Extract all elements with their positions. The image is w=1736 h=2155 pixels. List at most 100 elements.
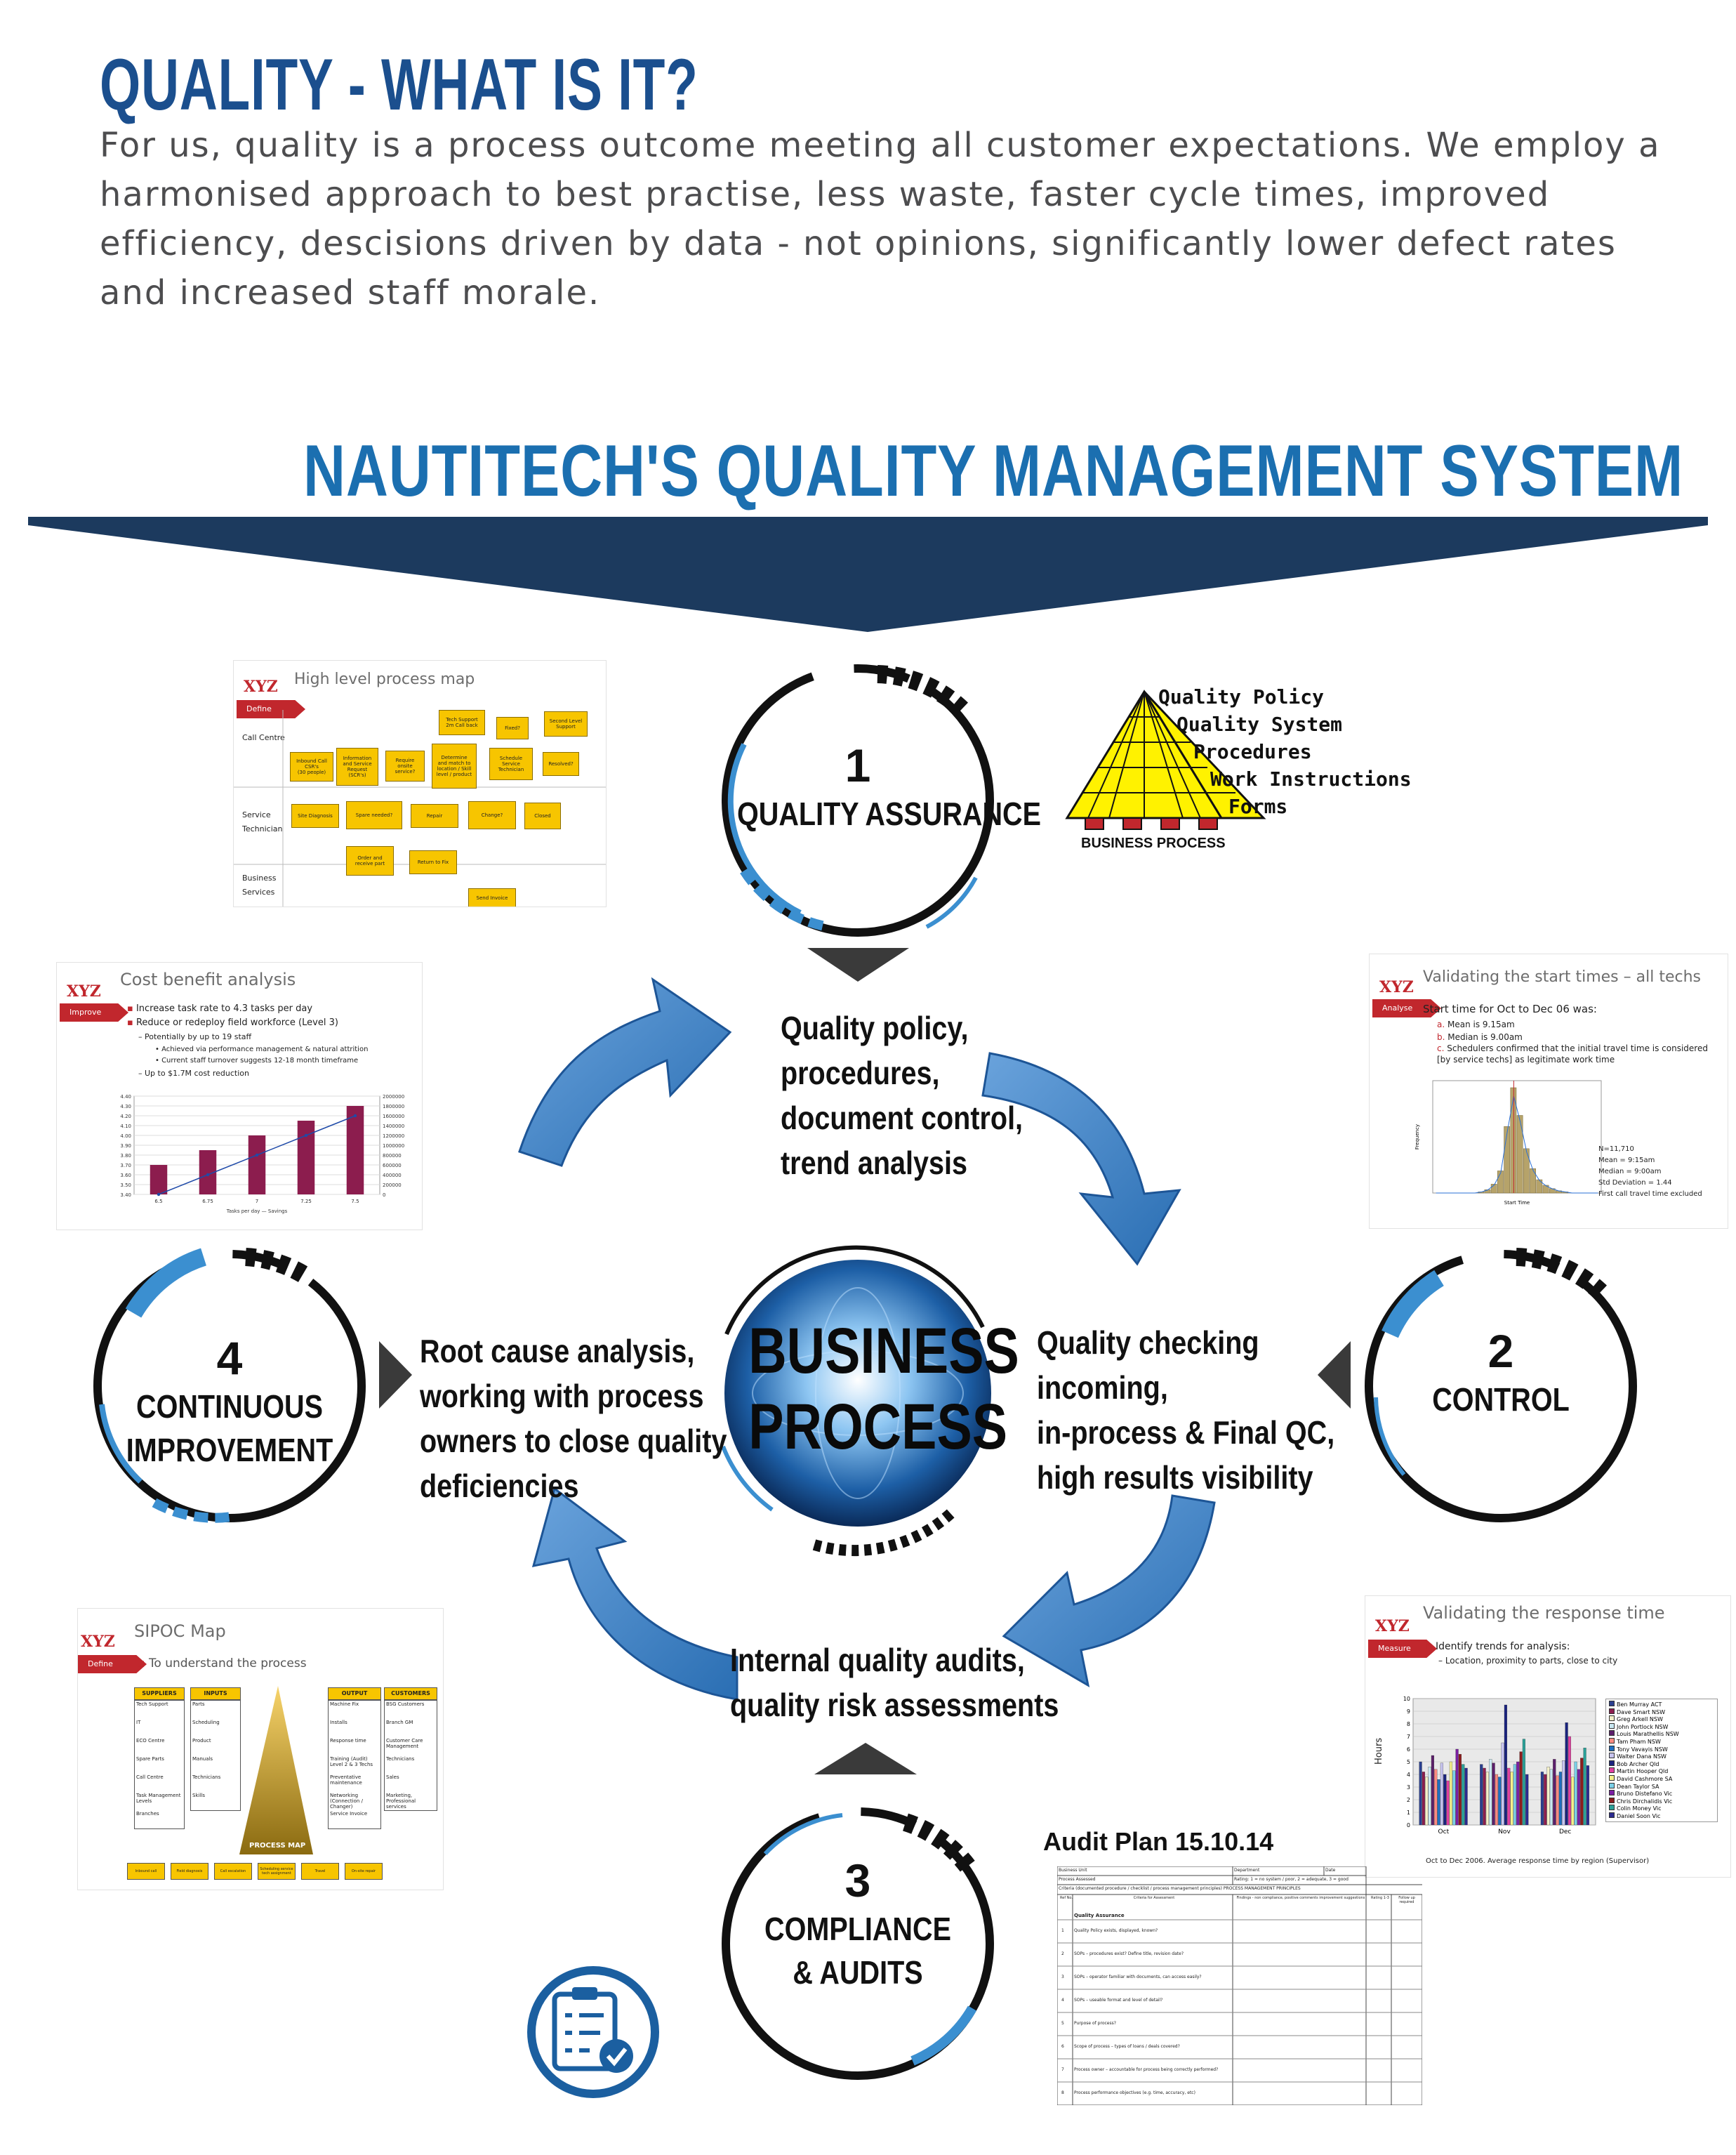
sipoc-graphic: [239, 1686, 313, 1854]
histogram-bar: [1516, 1115, 1523, 1194]
y-tick-label: 4: [1407, 1772, 1410, 1778]
process-step-box: Schedule Service Technician: [489, 748, 533, 780]
stage-1: 1 QUALITY ASSURANCE: [717, 739, 1041, 836]
cb-bullet: • Current staff turnover suggests 12-18 …: [155, 1057, 359, 1065]
page-title: QUALITY - WHAT IS IT?: [100, 44, 698, 126]
process-step-box: Determine and match to location / Skill …: [432, 744, 477, 789]
improvement-description: Root cause analysis, working with proces…: [420, 1333, 727, 1504]
sipoc-item: Machine Fix: [330, 1701, 359, 1707]
legend-entry: Tony Vavayis NSW: [1609, 1745, 1714, 1753]
y-tick-label: 10: [1403, 1696, 1410, 1702]
thumb-title: Validating the response time: [1423, 1603, 1665, 1623]
sipoc-bullet: ▪ To understand the process: [137, 1656, 307, 1670]
y2-tick-label: 400000: [383, 1173, 402, 1178]
analyse-tag: Analyse: [1372, 999, 1441, 1017]
audit-row-criteria: SOPs – procedures exist? Define title, r…: [1074, 1951, 1184, 1956]
legend-label: Tony Vavayis NSW: [1617, 1746, 1668, 1753]
assurance-description: Quality policy, procedures, document con…: [781, 1010, 1023, 1181]
response-bar: [1540, 1772, 1544, 1826]
process-step-box: Inbound Call CSR's (30 people): [290, 752, 333, 782]
cb-bullet: ▪ Reduce or redeploy field workforce (Le…: [127, 1017, 338, 1028]
globe-graphic: [721, 1245, 991, 1557]
audit-column-header: Findings - non compliance, positive comm…: [1236, 1896, 1365, 1900]
sipoc-column-box: [384, 1700, 437, 1811]
legend-swatch: [1609, 1701, 1615, 1706]
sipoc-item: BSG Customers: [386, 1701, 425, 1707]
audit-row-criteria: Process owner – accountable for process …: [1074, 2067, 1219, 2072]
sipoc-center-label: PROCESS MAP: [249, 1842, 306, 1850]
define-tag: Define: [78, 1655, 147, 1673]
legend-swatch: [1609, 1797, 1615, 1803]
y-tick-label: 0: [1407, 1822, 1410, 1828]
process-step-box: Require onsite service?: [385, 751, 425, 782]
savings-point: [353, 1114, 357, 1118]
sipoc-column-box: [328, 1700, 381, 1829]
legend-swatch: [1609, 1715, 1615, 1722]
legend-label: Dave Smart NSW: [1617, 1708, 1665, 1715]
legend-entry: Louis Marathellis NSW: [1609, 1730, 1714, 1738]
response-bar: [1501, 1742, 1504, 1826]
histogram-bar: [1497, 1171, 1504, 1194]
histogram-bar: [1523, 1148, 1530, 1194]
y2-tick-label: 1000000: [383, 1143, 404, 1149]
legend-swatch: [1609, 1774, 1615, 1781]
sipoc-flow-step: Call escalation: [214, 1863, 252, 1880]
chart-legend: Tasks per day — Savings: [226, 1208, 288, 1214]
y-tick-label: 3.80: [120, 1153, 131, 1159]
process-step-box: Tech Support 2m Call back: [439, 710, 485, 735]
bar-tasks-per-day: [346, 1106, 364, 1194]
thumb-title: Validating the start times – all techs: [1423, 968, 1701, 986]
y-axis-label: Frequency: [1414, 1124, 1420, 1149]
legend-entry: Martin Hooper Qld: [1609, 1767, 1714, 1775]
process-step-box: Resolved?: [543, 752, 579, 776]
process-step-box: Spare needed?: [346, 801, 402, 829]
center-line-1: BUSINESS: [748, 1315, 1019, 1387]
response-bar: [1458, 1754, 1462, 1826]
legend-swatch: [1609, 1812, 1615, 1818]
y2-tick-label: 200000: [383, 1182, 402, 1188]
y2-tick-label: 1800000: [383, 1104, 404, 1109]
legend-label: Dean Taylor SA: [1617, 1783, 1659, 1790]
audit-header-cell: Department: [1234, 1868, 1260, 1873]
stage-number: 1: [844, 739, 871, 791]
xyz-logo: XYZ: [81, 1633, 115, 1651]
xyz-logo: XYZ: [67, 982, 101, 1001]
bar-tasks-per-day: [297, 1121, 315, 1194]
response-bar: [1449, 1761, 1452, 1826]
sipoc-item: Technicians: [192, 1774, 221, 1780]
response-bar: [1519, 1751, 1523, 1826]
sipoc-flow-step: On-site repair: [345, 1863, 383, 1880]
pyramid-base-label: BUSINESS PROCESS: [1081, 836, 1226, 851]
savings-point: [304, 1133, 308, 1138]
legend-label: David Cashmore SA: [1617, 1775, 1673, 1782]
cost-benefit-chart: 4.404.304.204.104.003.903.803.703.603.50…: [120, 1094, 404, 1214]
stage-number: 2: [1487, 1325, 1514, 1377]
sipoc-item: Training (Audit) Level 2 & 3 Techs: [330, 1756, 373, 1767]
y-tick-label: 3.70: [120, 1163, 131, 1168]
response-bar: [1446, 1780, 1450, 1826]
sipoc-item: Technicians: [386, 1756, 415, 1762]
response-bar: [1425, 1777, 1429, 1826]
process-step-box: Second Level Support: [544, 711, 588, 737]
legend-label: Bob Archer Qld: [1617, 1760, 1659, 1767]
legend-swatch: [1609, 1753, 1615, 1759]
x-tick-label: Nov: [1498, 1828, 1511, 1836]
st-item: b. Median is 9.00am: [1437, 1032, 1523, 1042]
audit-row-number: 1: [1061, 1928, 1064, 1933]
legend-entry: Walter Dana NSW: [1609, 1753, 1714, 1760]
stage-number: 3: [844, 1854, 871, 1906]
response-bar: [1549, 1769, 1553, 1826]
response-bar: [1495, 1774, 1498, 1826]
response-bar: [1443, 1774, 1447, 1826]
cb-bullet: – Up to $1.7M cost reduction: [138, 1069, 249, 1078]
legend-entry: Bruno Distefano Vic: [1609, 1790, 1714, 1798]
audit-column-header: Criteria for Assessment: [1133, 1896, 1175, 1900]
y-tick-label: 4.10: [120, 1123, 131, 1129]
audit-row-criteria: Scope of process – types of loans / deal…: [1074, 2044, 1180, 2049]
savings-point: [206, 1173, 210, 1177]
sipoc-column-header: INPUTS: [190, 1687, 241, 1700]
y-tick-label: 1: [1407, 1810, 1410, 1816]
response-bar: [1522, 1739, 1525, 1826]
histogram-bar: [1490, 1184, 1497, 1194]
